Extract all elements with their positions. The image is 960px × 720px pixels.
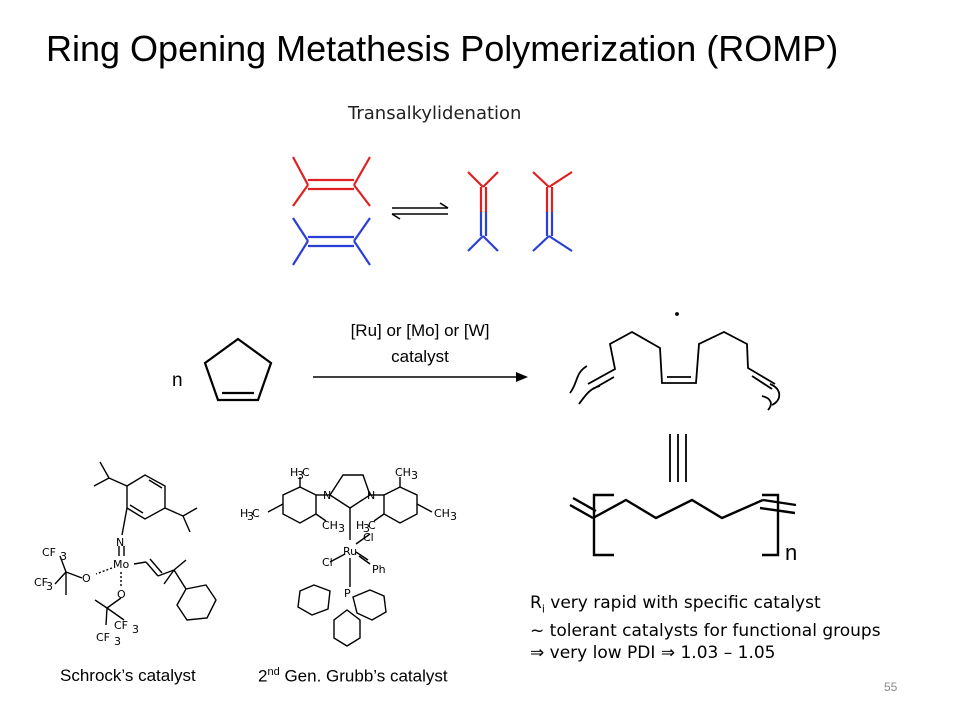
schrock-n-atom: N — [116, 536, 124, 549]
svg-text:CH: CH — [395, 466, 411, 479]
note-rate: Ri very rapid with specific catalyst — [530, 593, 821, 616]
slide-title: Ring Opening Metathesis Polymerization (… — [46, 28, 839, 69]
grubbs-catalyst-structure: Ru P Cl Cl Ph N N H 3 C CH 3 H 3 C CH 3 … — [240, 466, 457, 647]
schrock-cf3-1: CF — [42, 546, 56, 559]
transalkylidenation-scheme — [292, 156, 573, 266]
svg-text:C: C — [302, 466, 310, 479]
reaction-arrow — [313, 372, 528, 382]
svg-text:3: 3 — [363, 522, 370, 535]
stoichiometric-coefficient: n — [172, 370, 183, 391]
tilde-symbol: ~ — [530, 621, 545, 642]
grubbs-ph-group: Ph — [372, 563, 386, 576]
svg-text:H: H — [356, 519, 364, 532]
mixed-alkene-2 — [532, 171, 573, 252]
equilibrium-arrows — [391, 202, 449, 220]
svg-text:H: H — [290, 466, 298, 479]
svg-text:3: 3 — [450, 510, 457, 523]
blue-alkene-left — [292, 217, 371, 266]
polymer-repeat-unit — [569, 493, 797, 557]
grubbs-cl-atom-2: Cl — [363, 531, 374, 544]
schrock-mo-atom: Mo — [113, 558, 129, 571]
romp-notes: Ri very rapid with specific catalyst ~ t… — [530, 592, 881, 664]
schrock-o-atom-1: O — [82, 572, 91, 585]
polymer-chain-structure — [569, 312, 781, 411]
schrock-cf3-2: CF — [34, 576, 48, 589]
page-number: 55 — [884, 680, 898, 694]
grubbs-n-atom-2: N — [367, 489, 375, 502]
note-tolerance: ~ tolerant catalysts for functional grou… — [530, 621, 881, 642]
svg-text:3: 3 — [411, 469, 418, 482]
schrock-catalyst-structure: N Mo O O CF 3 CF 3 CF 3 CF 3 — [34, 461, 217, 648]
equivalence-lines — [669, 434, 687, 482]
svg-text:CH: CH — [322, 519, 338, 532]
svg-text:3: 3 — [46, 580, 53, 593]
cyclopentene-structure — [203, 337, 273, 402]
svg-text:3: 3 — [247, 510, 254, 523]
grubbs-catalyst-caption: 2nd Gen. Grubb’s catalyst — [258, 666, 448, 686]
grubbs-ru-atom: Ru — [343, 545, 357, 558]
grubbs-cl-atom-1: Cl — [322, 556, 333, 569]
svg-text:H: H — [240, 507, 248, 520]
grubbs-p-atom: P — [344, 587, 351, 600]
red-alkene-left — [292, 156, 371, 207]
svg-text:3: 3 — [114, 635, 121, 648]
implies-arrow-icon: ⇒ — [660, 643, 676, 664]
svg-text:3: 3 — [338, 522, 345, 535]
schrock-cf3-4: CF — [96, 631, 110, 644]
catalyst-condition-label: [Ru] or [Mo] or [W] catalyst — [310, 318, 530, 370]
svg-text:C: C — [368, 519, 376, 532]
svg-text:3: 3 — [132, 623, 139, 636]
schrock-cf3-3: CF — [114, 619, 128, 632]
note-pdi: ⇒ very low PDI ⇒ 1.03 – 1.05 — [530, 643, 776, 664]
schrock-o-atom-2: O — [117, 588, 126, 601]
svg-text:3: 3 — [297, 469, 304, 482]
svg-text:C: C — [252, 507, 260, 520]
mixed-alkene-1 — [467, 171, 499, 252]
catalyst-line-2: catalyst — [391, 347, 449, 366]
catalyst-line-1: [Ru] or [Mo] or [W] — [350, 321, 490, 340]
transalkylidenation-label: Transalkylidenation — [348, 103, 522, 124]
grubbs-n-atom-1: N — [323, 489, 331, 502]
svg-text:CH: CH — [434, 507, 450, 520]
svg-text:3: 3 — [60, 550, 67, 563]
polymer-subscript-n: n — [785, 540, 798, 565]
implies-arrow-icon: ⇒ — [530, 643, 545, 664]
schrock-catalyst-caption: Schrock’s catalyst — [60, 666, 196, 685]
